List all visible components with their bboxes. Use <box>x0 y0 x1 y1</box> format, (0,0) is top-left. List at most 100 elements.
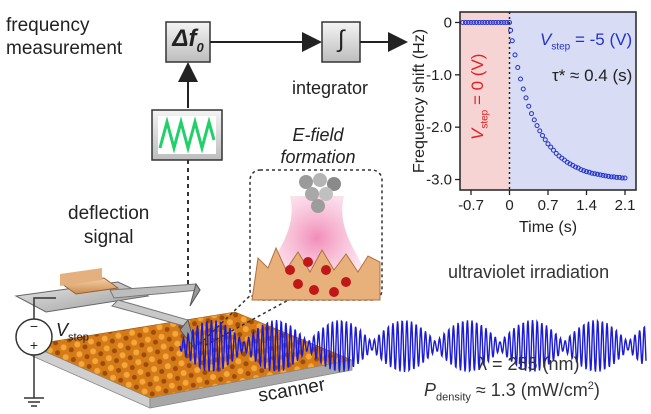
left-region-symbol: V <box>468 128 487 140</box>
chart-point <box>619 175 625 181</box>
frequency-label-line2: measurement <box>6 38 123 59</box>
cantilever-beam-lower <box>111 299 189 327</box>
chart-point <box>493 19 499 25</box>
efield-line2: formation <box>280 147 356 167</box>
integrator-symbol: ∫ <box>337 26 345 53</box>
v-step-label: Vstep <box>56 320 89 344</box>
chart-point <box>526 103 532 109</box>
x-tick-label: 0.7 <box>538 197 559 214</box>
chart-point <box>485 19 490 25</box>
chart-point <box>474 19 479 25</box>
chart-point <box>507 19 512 25</box>
chart-point <box>622 175 628 181</box>
chart-point <box>595 171 600 177</box>
chart-point <box>498 19 504 25</box>
y-tick-label: 0 <box>444 14 452 31</box>
circuit-wire-top <box>33 297 56 319</box>
chart-point <box>531 117 537 123</box>
y-tick-label: -1.0 <box>426 67 452 84</box>
chart-point <box>617 174 622 180</box>
chart-point <box>476 19 482 25</box>
oscilloscope-wave <box>158 116 216 154</box>
chart-point <box>611 174 617 180</box>
right-region-value: = -5 (V) <box>570 30 633 49</box>
x-tick-label: 0 <box>505 197 513 214</box>
svg-text:+: + <box>30 337 38 353</box>
y-tick-label: -3.0 <box>426 172 452 189</box>
positive-charges <box>285 257 351 297</box>
chart-point <box>465 19 471 25</box>
chart-point <box>542 137 548 143</box>
chart-point <box>468 19 474 25</box>
chart-point <box>540 133 545 139</box>
chart-point <box>578 167 584 173</box>
v-step-symbol: V <box>56 320 69 340</box>
chart-point <box>523 95 529 101</box>
chart-point <box>589 170 595 176</box>
chart-point <box>551 147 556 153</box>
chart-point <box>592 171 598 177</box>
tip-apex-icon <box>299 173 341 213</box>
chart-point <box>512 52 518 58</box>
deflection-line2: signal <box>83 227 134 248</box>
surface-fingers <box>251 246 381 301</box>
chart-point <box>487 19 493 25</box>
right-region-sub: step <box>551 41 571 53</box>
chart-point <box>496 19 501 25</box>
chart-point <box>471 19 477 25</box>
deflection-line1: deflection <box>68 203 150 224</box>
chart-point <box>553 150 559 156</box>
chart-point <box>520 86 526 92</box>
chart-point <box>603 173 609 179</box>
cantilever-tip-upper <box>189 282 201 307</box>
efield-label: E-field formation <box>268 124 368 168</box>
chart-point <box>479 19 485 25</box>
chart-point <box>501 19 507 25</box>
uv-beam <box>179 318 647 373</box>
chart-point <box>584 169 589 175</box>
x-tick-label: 1.4 <box>576 197 597 214</box>
chart-point <box>548 144 554 150</box>
left-region-value: = 0 (V) <box>468 53 487 110</box>
chart-point <box>509 38 515 44</box>
chart-point <box>597 172 603 178</box>
lambda-label: λ = 255 (nm) <box>478 354 580 374</box>
left-region-label: Vstep = 0 (V) <box>468 54 490 140</box>
delta-f-label: Δf0 <box>166 25 210 55</box>
chart-point <box>614 174 620 180</box>
x-tick-label: -0.7 <box>458 197 484 214</box>
svg-text:−: − <box>30 318 38 334</box>
efield-line1: E-field <box>292 125 344 145</box>
tau-label: τ* ≈ 0.4 (s) <box>552 66 633 85</box>
chart-point <box>537 128 543 134</box>
deflection-signal-label: deflection signal <box>68 202 149 250</box>
delta-f-box <box>165 21 211 63</box>
p-density-close: ) <box>593 380 600 400</box>
chart-region-1 <box>509 12 636 190</box>
chart-point <box>608 174 614 180</box>
p-density-sub: density <box>436 391 471 404</box>
p-density-symbol: P <box>424 380 437 400</box>
y-tick-label: -2.0 <box>426 119 452 136</box>
chart-region-0 <box>460 12 510 190</box>
chart-point <box>581 168 587 174</box>
integrator-label: integrator <box>292 78 369 98</box>
y-axis-label: Frequency shift (Hz) <box>411 29 428 173</box>
chart-point <box>463 19 468 25</box>
p-density-sup: 2 <box>587 380 594 392</box>
frequency-label-line1: frequency <box>6 15 90 36</box>
chart-point <box>490 19 496 25</box>
chart-point <box>508 27 514 33</box>
uv-irradiation-label: ultraviolet irradiation <box>448 262 610 282</box>
chart-point <box>573 164 578 170</box>
right-region-symbol: V <box>540 30 552 49</box>
p-density-label: Pdensity ≈ 1.3 (mW/cm2) <box>424 380 600 404</box>
chart-point <box>534 123 540 129</box>
chart-point <box>600 172 606 178</box>
x-axis-label: Time (s) <box>519 219 577 236</box>
chart-point <box>518 76 523 82</box>
chart-point <box>545 141 551 147</box>
left-region-sub: step <box>479 109 491 129</box>
